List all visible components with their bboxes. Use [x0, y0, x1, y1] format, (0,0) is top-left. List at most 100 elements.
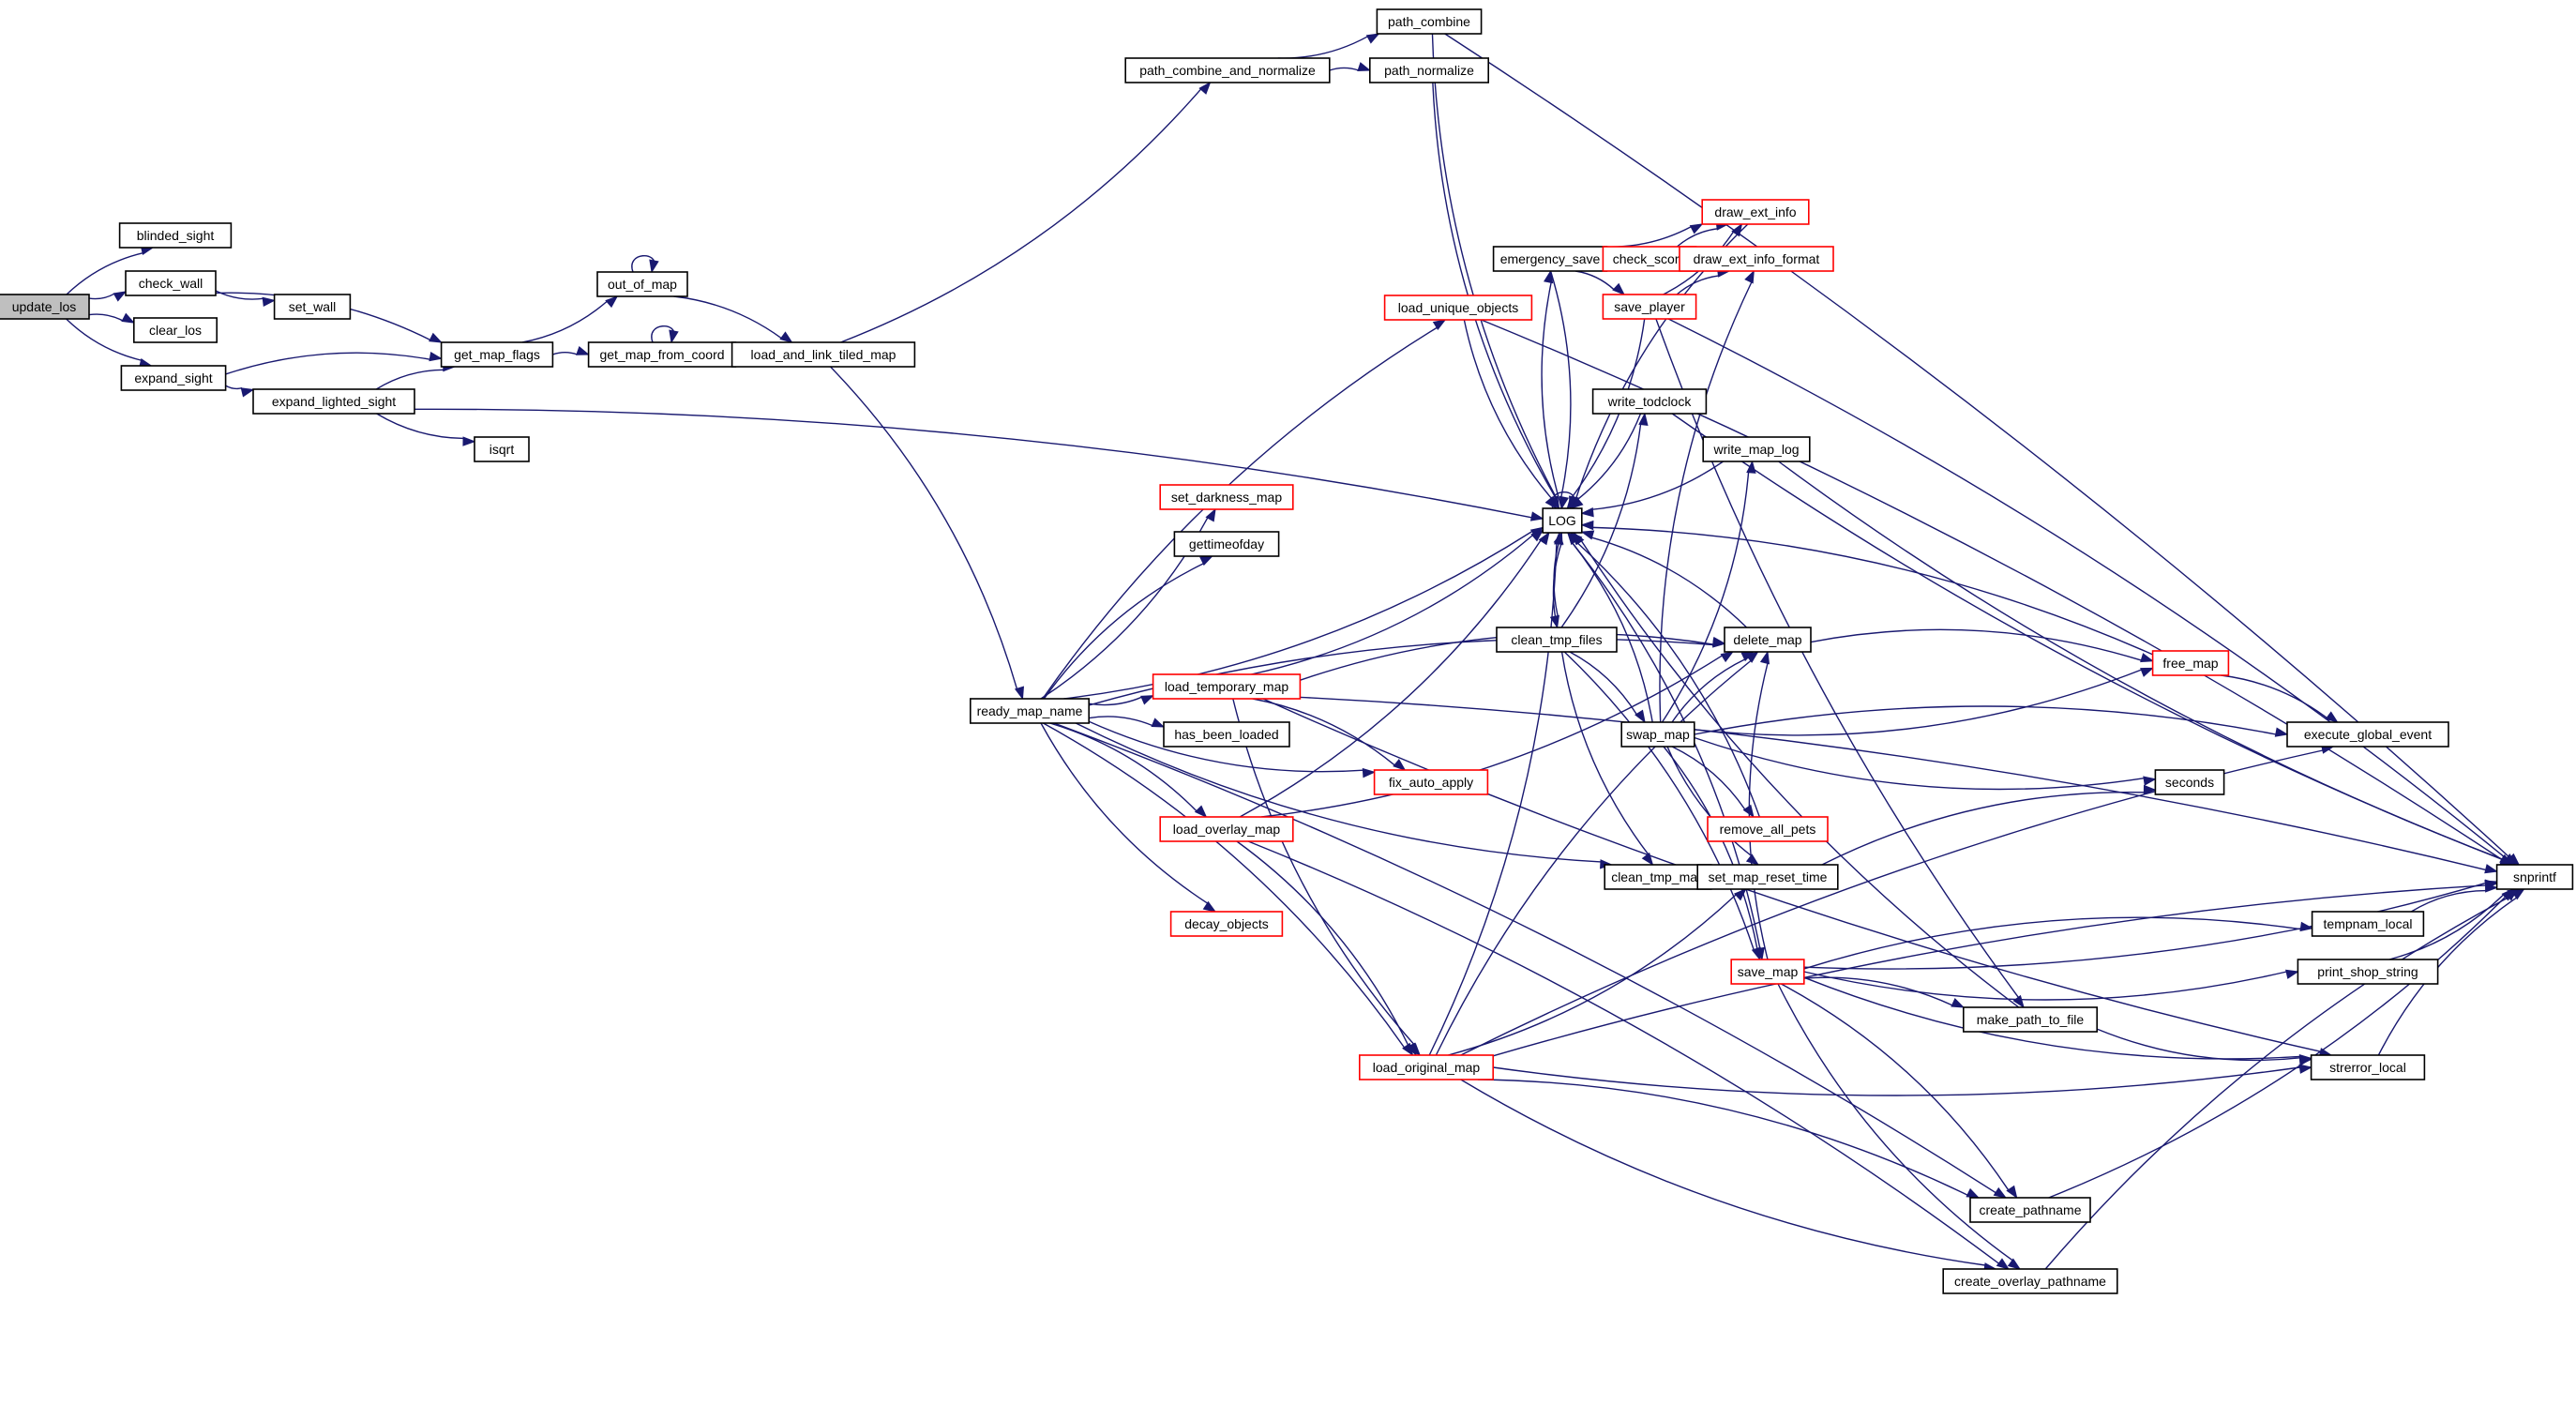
- edge-emergency-save-to-log: [1549, 270, 1572, 510]
- node-create-pathname[interactable]: create_pathname: [1969, 1197, 2091, 1223]
- edge-line: [1777, 983, 2013, 1261]
- edge-save-map-to-create-overlay-pathname: [1777, 983, 2022, 1270]
- edge-line: [1431, 33, 1558, 498]
- node-box: [2495, 864, 2574, 890]
- edge-line: [840, 88, 1202, 343]
- node-save-map[interactable]: save_map: [1730, 959, 1805, 985]
- node-draw-ext-info[interactable]: draw_ext_info: [1701, 199, 1810, 225]
- arrowhead-icon: [2007, 1258, 2022, 1270]
- node-set-wall[interactable]: set_wall: [273, 294, 352, 320]
- node-get-map-from-coord[interactable]: get_map_from_coord: [587, 341, 737, 368]
- node-label: has_been_loaded: [1174, 727, 1278, 742]
- edge-line: [1549, 270, 1572, 498]
- node-label: execute_global_event: [2304, 727, 2432, 742]
- node-expand-sight[interactable]: expand_sight: [120, 365, 227, 391]
- arrowhead-icon: [429, 332, 443, 343]
- node-out-of-map[interactable]: out_of_map: [596, 271, 688, 297]
- node-label: remove_all_pets: [1720, 822, 1816, 837]
- node-label: gettimeofday: [1189, 536, 1264, 551]
- node-create-overlay-pathname[interactable]: create_overlay_pathname: [1942, 1268, 2118, 1294]
- node-path-combine-and-normalize[interactable]: path_combine_and_normalize: [1124, 57, 1331, 83]
- node-fix-auto-apply[interactable]: fix_auto_apply: [1373, 769, 1489, 795]
- node-check-wall[interactable]: check_wall: [125, 270, 217, 296]
- node-isqrt[interactable]: isqrt: [474, 436, 530, 462]
- node-box: [120, 365, 227, 391]
- node-decay-objects[interactable]: decay_objects: [1169, 911, 1284, 937]
- edge-line: [1053, 722, 1996, 1194]
- arrowhead-icon: [1759, 650, 1770, 665]
- edge-line: [1560, 424, 1642, 628]
- node-snprintf[interactable]: snprintf: [2495, 864, 2574, 890]
- node-emergency-save[interactable]: emergency_save: [1492, 246, 1608, 272]
- edge-ready-map-name-to-fix-auto-apply: [1088, 720, 1377, 778]
- node-expand-lighted-sight[interactable]: expand_lighted_sight: [252, 388, 415, 415]
- edge-line: [1261, 655, 1723, 818]
- node-gettimeofday[interactable]: gettimeofday: [1173, 531, 1280, 557]
- node-set-darkness-map[interactable]: set_darkness_map: [1159, 484, 1294, 510]
- node-make-path-to-file[interactable]: make_path_to_file: [1963, 1006, 2099, 1033]
- node-write-map-log[interactable]: write_map_log: [1702, 436, 1811, 462]
- node-load-unique-objects[interactable]: load_unique_objects: [1383, 295, 1533, 321]
- edge-line: [1780, 983, 2010, 1191]
- edge-save-map-to-print-shop-string: [1803, 969, 2299, 1001]
- edge-check-score-to-draw-ext-info: [1676, 220, 1730, 248]
- node-load-and-link-tiled-map[interactable]: load_and_link_tiled_map: [731, 341, 916, 368]
- node-free-map[interactable]: free_map: [2151, 650, 2230, 676]
- node-box: [1679, 246, 1834, 272]
- node-ready-map-name[interactable]: ready_map_name: [970, 698, 1091, 724]
- node-label: ready_map_name: [977, 703, 1083, 718]
- node-swap-map[interactable]: swap_map: [1620, 721, 1695, 748]
- node-tempnam-local[interactable]: tempnam_local: [2311, 911, 2425, 937]
- node-path-combine[interactable]: path_combine: [1376, 8, 1483, 35]
- edge-swap-map-to-free-map: [1694, 667, 2154, 736]
- node-delete-map[interactable]: delete_map: [1724, 627, 1812, 653]
- node-remove-all-pets[interactable]: remove_all_pets: [1707, 816, 1829, 842]
- node-log[interactable]: LOG: [1542, 507, 1583, 534]
- node-has-been-loaded[interactable]: has_been_loaded: [1163, 721, 1290, 748]
- node-load-original-map[interactable]: load_original_map: [1359, 1054, 1495, 1080]
- arrowhead-icon: [1544, 496, 1558, 510]
- node-box: [0, 294, 90, 320]
- arrowhead-icon: [576, 345, 590, 355]
- node-seconds[interactable]: seconds: [2154, 769, 2225, 795]
- edge-create-overlay-pathname-to-snprintf: [2044, 888, 2522, 1270]
- edge-clean-tmp-files-to-save-map: [1563, 651, 1761, 961]
- arrowhead-icon: [2143, 784, 2157, 795]
- node-label: load_overlay_map: [1173, 822, 1281, 837]
- edge-line: [1803, 976, 1953, 1006]
- node-execute-global-event[interactable]: execute_global_event: [2286, 721, 2449, 748]
- arrowhead-icon: [2012, 994, 2025, 1009]
- node-update-los[interactable]: update_los: [0, 294, 90, 320]
- node-clean-tmp-files[interactable]: clean_tmp_files: [1496, 627, 1618, 653]
- node-label: emergency_save: [1500, 251, 1601, 266]
- arrowhead-icon: [1744, 269, 1755, 284]
- node-set-map-reset-time[interactable]: set_map_reset_time: [1696, 864, 1839, 890]
- node-clean-tmp-map[interactable]: clean_tmp_map: [1604, 864, 1712, 890]
- node-path-normalize[interactable]: path_normalize: [1369, 57, 1490, 83]
- edge-line: [1043, 722, 1406, 1049]
- arrowhead-icon: [1365, 33, 1380, 44]
- edge-line: [1239, 539, 1542, 818]
- node-label: set_darkness_map: [1171, 490, 1283, 505]
- node-print-shop-string[interactable]: print_shop_string: [2297, 959, 2439, 985]
- node-load-temporary-map[interactable]: load_temporary_map: [1152, 673, 1302, 700]
- node-box: [1124, 57, 1331, 83]
- edge-ready-map-name-to-log: [1063, 526, 1544, 700]
- node-label: draw_ext_info_format: [1694, 251, 1820, 266]
- edge-line: [1251, 535, 1533, 675]
- node-get-map-flags[interactable]: get_map_flags: [440, 341, 554, 368]
- node-write-todclock[interactable]: write_todclock: [1591, 388, 1708, 415]
- edge-write-map-log-to-log: [1580, 461, 1724, 518]
- arrowhead-icon: [1720, 651, 1735, 663]
- edge-line: [1040, 722, 1209, 904]
- edge-save-map-to-create-pathname: [1780, 983, 2018, 1200]
- edge-line: [1428, 543, 1558, 1056]
- node-blinded-sight[interactable]: blinded_sight: [118, 222, 233, 249]
- arrowhead-icon: [2299, 921, 2314, 932]
- node-load-overlay-map[interactable]: load_overlay_map: [1159, 816, 1294, 842]
- node-strerror-local[interactable]: strerror_local: [2310, 1054, 2426, 1080]
- node-clear-los[interactable]: clear_los: [133, 317, 218, 343]
- edge-line: [1803, 971, 2287, 1001]
- node-draw-ext-info-format[interactable]: draw_ext_info_format: [1679, 246, 1834, 272]
- node-save-player[interactable]: save_player: [1602, 294, 1697, 320]
